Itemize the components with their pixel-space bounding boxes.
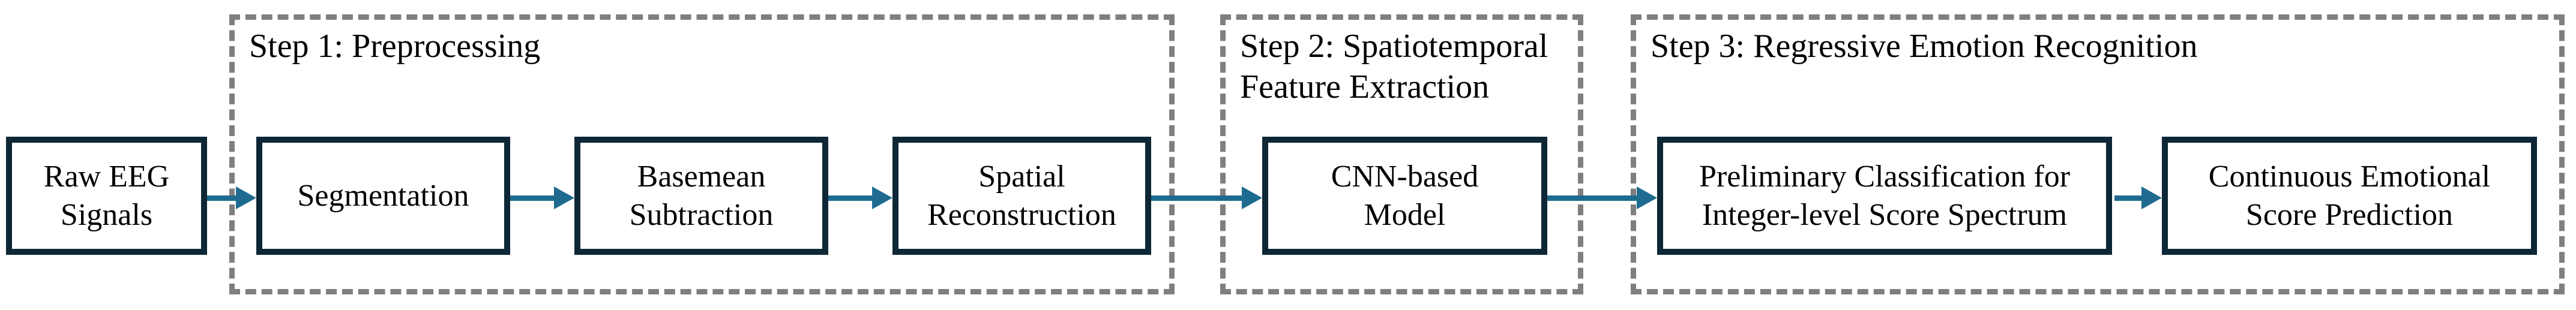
node-cnn-based-model: CNN-based Model: [1262, 137, 1547, 255]
arrow-head-icon: [236, 186, 256, 209]
arrow-segmentation-to-basemean: [510, 186, 574, 209]
node-cnn-based-model-label: CNN-based Model: [1331, 159, 1479, 232]
arrow-basemean-to-spatial: [828, 186, 892, 209]
node-basemean-subtraction-label: Basemean Subtraction: [629, 159, 774, 232]
arrow-shaft: [2114, 195, 2141, 201]
step2-feature-extraction-container: Step 2: Spatiotemporal Feature Extractio…: [1220, 14, 1583, 294]
node-preliminary-classification-label: Preliminary Classification for Integer-l…: [1699, 159, 2071, 232]
arrow-shaft: [1547, 195, 1637, 201]
arrow-shaft: [828, 195, 872, 201]
node-segmentation-label: Segmentation: [297, 178, 469, 213]
arrow-head-icon: [1242, 186, 1262, 209]
arrow-head-icon: [554, 186, 574, 209]
step2-title: Step 2: Spatiotemporal Feature Extractio…: [1240, 28, 1548, 106]
node-segmentation: Segmentation: [256, 137, 510, 255]
arrow-cnn-to-preliminary: [1547, 186, 1657, 209]
node-raw-eeg-signals: Raw EEG Signals: [6, 137, 207, 255]
arrow-preliminary-to-continuous: [2114, 186, 2162, 209]
step1-title: Step 1: Preprocessing: [249, 28, 541, 65]
node-preliminary-classification: Preliminary Classification for Integer-l…: [1657, 137, 2112, 255]
arrow-head-icon: [1637, 186, 1657, 209]
node-continuous-score-prediction: Continuous Emotional Score Prediction: [2162, 137, 2537, 255]
step3-emotion-recognition-container: Step 3: Regressive Emotion Recognition: [1631, 14, 2565, 294]
arrow-shaft: [1151, 195, 1242, 201]
arrow-raw-to-segmentation: [207, 186, 256, 209]
arrow-shaft: [510, 195, 554, 201]
node-continuous-score-prediction-label: Continuous Emotional Score Prediction: [2208, 159, 2491, 232]
node-spatial-reconstruction: Spatial Reconstruction: [892, 137, 1151, 255]
step1-preprocessing-container: Step 1: Preprocessing: [229, 14, 1175, 294]
node-spatial-reconstruction-label: Spatial Reconstruction: [927, 159, 1116, 232]
arrow-head-icon: [2141, 186, 2162, 209]
arrow-shaft: [207, 195, 236, 201]
arrow-spatial-to-cnn: [1151, 186, 1262, 209]
node-raw-eeg-signals-label: Raw EEG Signals: [43, 159, 170, 232]
step3-title: Step 3: Regressive Emotion Recognition: [1651, 28, 2198, 65]
node-basemean-subtraction: Basemean Subtraction: [574, 137, 828, 255]
arrow-head-icon: [872, 186, 892, 209]
